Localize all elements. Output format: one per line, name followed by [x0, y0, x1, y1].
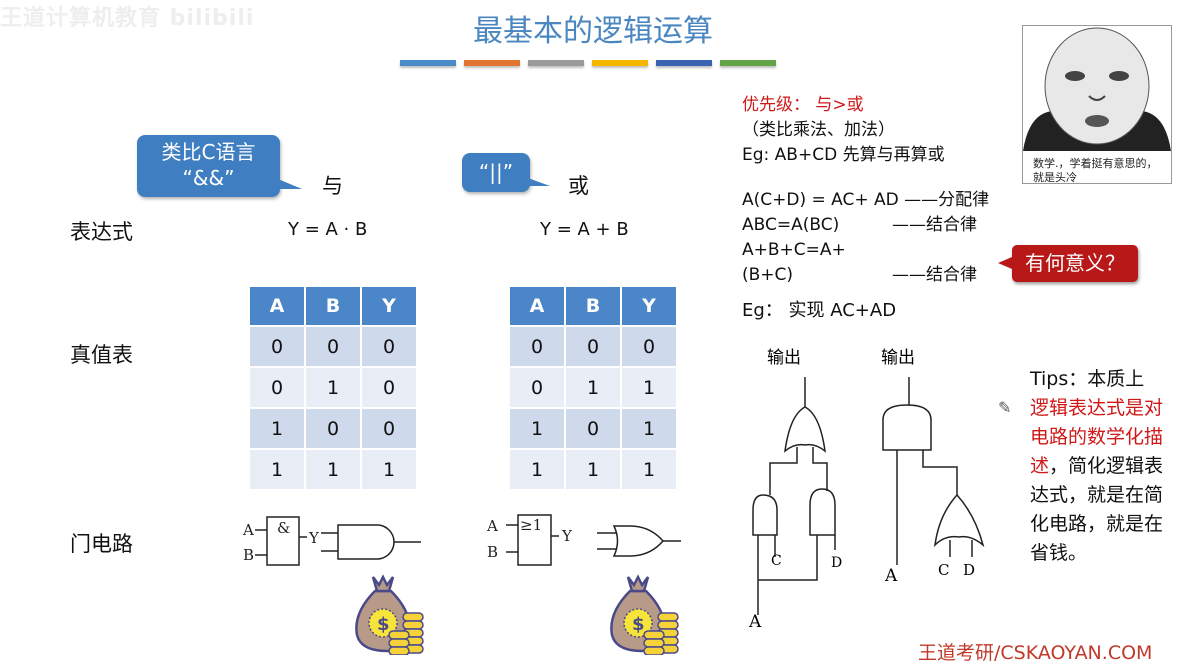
question-callout: 有何意义？ [998, 245, 1138, 282]
table-header: A [510, 287, 566, 325]
svg-text:A: A [486, 517, 498, 535]
example-2: Eg： 实现 AC+AD [742, 300, 897, 321]
table-header: A [250, 287, 306, 325]
tips-highlight: 逻辑表达式是对电路的数学化描述 [1030, 397, 1164, 477]
color-bar [592, 60, 648, 66]
row-label-truth-table: 真值表 [70, 343, 133, 367]
handdrawn-circuits: 输出 输出 C D A A C D [748, 348, 985, 632]
associative-law-or: A+B+C=A+(B+C)——结合律 [742, 240, 977, 285]
color-bar [400, 60, 456, 66]
meme-face-image [1023, 26, 1171, 151]
notes: 优先级： 与>或 （类比乘法、加法） Eg: AB+CD 先算与再算或 A(C+… [742, 93, 989, 323]
watermark: 王道计算机教育 bilibili [0, 6, 255, 31]
money-bag-icon: $ [355, 574, 424, 655]
output-label: 输出 [881, 348, 915, 368]
example-1: Eg: AB+CD 先算与再算或 [742, 145, 945, 165]
and-gate-shape-icon [321, 524, 421, 560]
svg-text:Y: Y [561, 527, 573, 545]
svg-text:$: $ [377, 614, 390, 635]
svg-text:$: $ [632, 614, 645, 635]
title-color-bars [400, 60, 776, 66]
svg-text:A: A [748, 612, 762, 632]
color-bar [464, 60, 520, 66]
color-bar [720, 60, 776, 66]
svg-text:C: C [938, 561, 949, 579]
tips-prefix: Tips：本质上 [1030, 368, 1145, 390]
svg-text:A: A [884, 566, 898, 586]
row-label-expression: 表达式 [70, 220, 133, 244]
analogy-note: （类比乘法、加法） [742, 120, 895, 140]
svg-text:D: D [831, 555, 842, 571]
or-analogy-callout: “||” [462, 153, 550, 192]
callout-text: “&&” [182, 166, 235, 190]
or-gate-shape-icon [597, 525, 681, 557]
or-gate-box-symbol: A B Y ≥1 [486, 514, 573, 566]
table-header: B [566, 287, 622, 325]
callout-text: 类比C语言 [161, 140, 256, 164]
svg-text:B: B [487, 543, 498, 561]
svg-text:B: B [243, 546, 254, 564]
tips-rest: ，简化逻辑表达式，就是在简化电路，就是在省钱。 [1030, 455, 1164, 564]
table-header: Y [622, 287, 678, 325]
or-expression: Y = A + B [540, 219, 629, 240]
output-label: 输出 [767, 348, 801, 368]
table-header: Y [362, 287, 418, 325]
footer-brand: 王道考研/CSKAOYAN.COM [918, 642, 1153, 664]
distributive-law: A(C+D) = AC+ AD ——分配律 [742, 190, 990, 210]
table-header: B [306, 287, 362, 325]
priority-note: 优先级： 与>或 [742, 95, 864, 115]
and-expression: Y = A · B [288, 219, 368, 240]
tips: Tips：本质上 逻辑表达式是对电路的数学化描述，简化逻辑表达式，就是在简化电路… [1030, 365, 1175, 568]
color-bar [656, 60, 712, 66]
color-bar [528, 60, 584, 66]
svg-text:≥1: ≥1 [520, 516, 542, 534]
gate-diagrams: A B Y & A B Y ≥1 $ $ [242, 514, 681, 655]
column-or: 或 [568, 174, 589, 198]
associative-law-and: ABC=A(BC)——结合律 [742, 215, 977, 235]
column-and: 与 [322, 174, 343, 198]
money-bag-icon: $ [610, 574, 679, 655]
pen-icon: ✎ [998, 398, 1012, 417]
meme-caption: 数学.，学着挺有意思的，就是头冷 [1033, 157, 1158, 184]
row-label-gate-circuit: 门电路 [70, 532, 133, 556]
svg-text:D: D [963, 561, 975, 579]
slide-title: 最基本的逻辑运算 [473, 14, 713, 49]
and-gate-box-symbol: A B Y & [242, 516, 320, 566]
meme-image: 数学.，学着挺有意思的，就是头冷 [1022, 25, 1172, 184]
svg-text:Y: Y [308, 529, 320, 547]
svg-text:A: A [242, 521, 254, 539]
svg-text:&: & [277, 519, 290, 537]
and-analogy-callout: 类比C语言 “&&” [137, 135, 302, 197]
svg-text:C: C [771, 553, 782, 569]
